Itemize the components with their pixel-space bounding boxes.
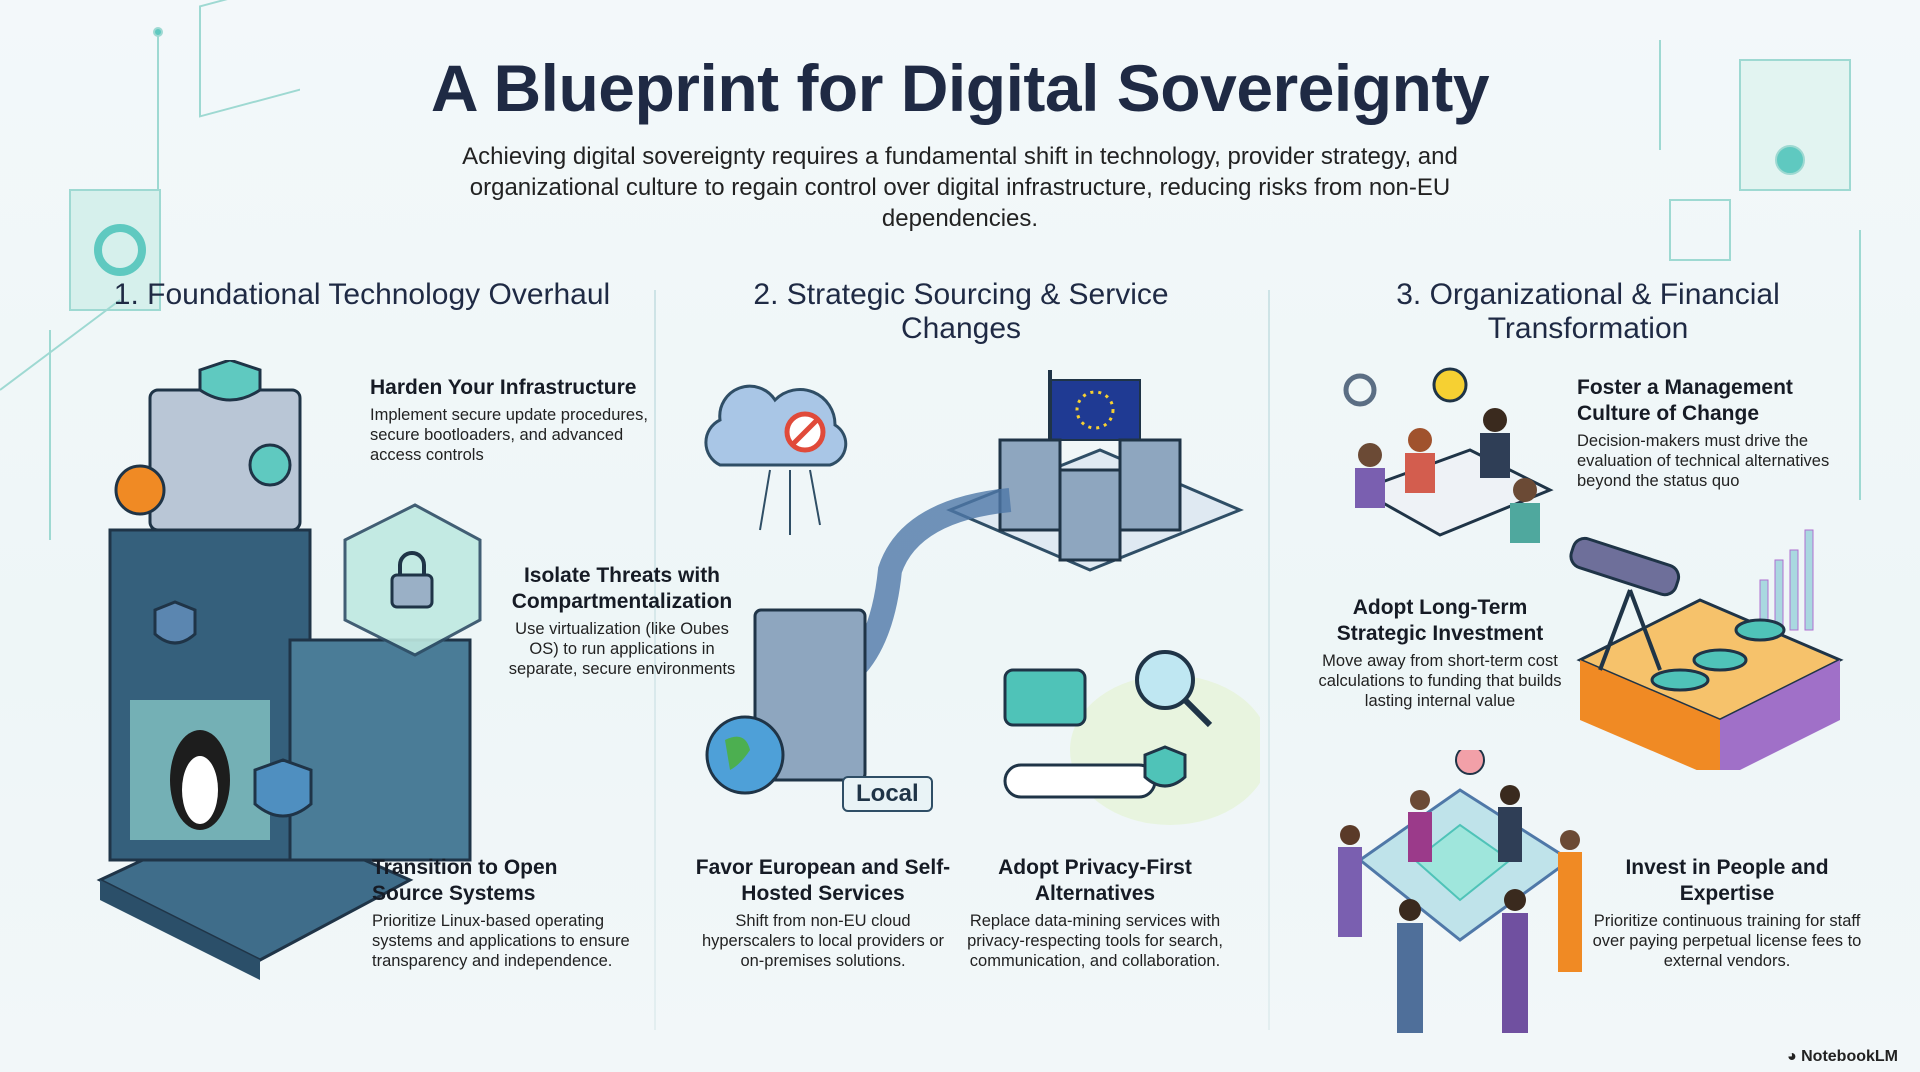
section-heading-organizational: 3. Organizational & Financial Transforma… bbox=[1396, 278, 1780, 345]
item-body: Use virtualization (like Oubes OS) to ru… bbox=[508, 620, 736, 678]
notebooklm-logo-icon: ◕ bbox=[1787, 1048, 1802, 1065]
item-title: Foster a Management Culture of Change bbox=[1577, 376, 1793, 425]
item-body: Move away from short-term cost calculati… bbox=[1318, 652, 1562, 710]
item-title: Adopt Long-Term Strategic Investment bbox=[1336, 596, 1544, 645]
item-title: Favor European and Self-Hosted Services bbox=[695, 856, 951, 905]
circuit-background-left bbox=[0, 0, 300, 540]
item-isolate-threats: Isolate Threats with Compartmentalizatio… bbox=[502, 563, 742, 679]
column-divider bbox=[654, 290, 656, 1030]
page-title: A Blueprint for Digital Sovereignty bbox=[430, 51, 1490, 125]
notebooklm-brand: ◕ NotebookLM bbox=[1787, 1048, 1898, 1066]
item-body: Decision-makers must drive the evaluatio… bbox=[1577, 432, 1830, 490]
item-body: Shift from non-EU cloud hyperscalers to … bbox=[701, 912, 945, 970]
sourcing-illustration bbox=[704, 370, 1260, 825]
item-body: Prioritize Linux-based operating systems… bbox=[372, 912, 630, 970]
item-title: Harden Your Infrastructure bbox=[370, 376, 637, 399]
item-body: Implement secure update procedures, secu… bbox=[370, 406, 648, 464]
team-training-illustration bbox=[1338, 750, 1582, 1033]
page-subtitle: Achieving digital sovereignty requires a… bbox=[462, 143, 1458, 232]
item-title: Invest in People and Expertise bbox=[1625, 856, 1829, 905]
item-management-culture: Foster a Management Culture of Change De… bbox=[1577, 375, 1847, 491]
investment-illustration bbox=[1569, 529, 1844, 770]
item-harden-infrastructure: Harden Your Infrastructure Implement sec… bbox=[370, 375, 650, 465]
circuit-background-right bbox=[1659, 40, 1861, 500]
item-open-source: Transition to Open Source Systems Priori… bbox=[372, 855, 632, 971]
item-title: Isolate Threats with Compartmentalizatio… bbox=[511, 564, 733, 613]
item-title: Adopt Privacy-First Alternatives bbox=[998, 856, 1192, 905]
item-long-term-investment: Adopt Long-Term Strategic Investment Mov… bbox=[1305, 595, 1575, 711]
item-european-services: Favor European and Self-Hosted Services … bbox=[693, 855, 953, 971]
item-privacy-alternatives: Adopt Privacy-First Alternatives Replace… bbox=[965, 855, 1225, 971]
section-heading-technology: 1. Foundational Technology Overhaul bbox=[113, 278, 611, 311]
item-body: Prioritize continuous training for staff… bbox=[1592, 912, 1862, 970]
local-server-label: Local bbox=[842, 776, 933, 812]
secure-infrastructure-illustration bbox=[96, 360, 482, 980]
brand-label: NotebookLM bbox=[1801, 1048, 1898, 1065]
item-title: Transition to Open Source Systems bbox=[372, 856, 558, 905]
item-invest-people: Invest in People and Expertise Prioritiz… bbox=[1592, 855, 1862, 971]
management-meeting-illustration bbox=[1343, 367, 1554, 543]
section-heading-sourcing: 2. Strategic Sourcing & Service Changes bbox=[753, 278, 1169, 345]
column-divider bbox=[1268, 290, 1270, 1030]
item-body: Replace data-mining services with privac… bbox=[967, 912, 1223, 970]
